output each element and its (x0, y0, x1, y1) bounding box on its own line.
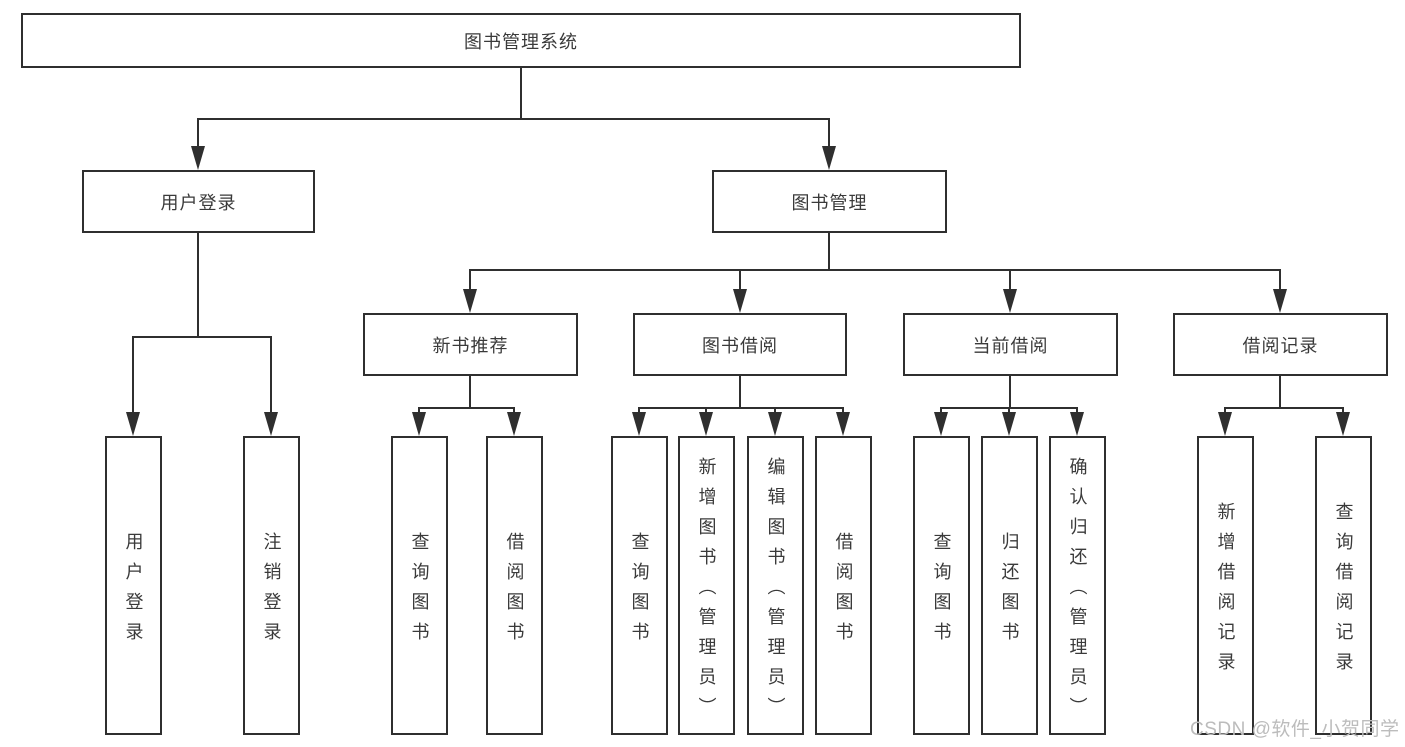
connector-arrow (463, 289, 477, 313)
leaf-label: 借阅图书 (833, 531, 854, 652)
leaf-query-borrow-record: 查询借阅记录 (1315, 436, 1372, 735)
leaf-query-books-current: 查询图书 (913, 436, 970, 735)
connector-line (132, 336, 134, 414)
connector-line (132, 336, 272, 338)
leaf-user-login: 用户登录 (105, 436, 162, 735)
connector-arrow (1218, 412, 1232, 436)
node-label: 图书借阅 (702, 335, 778, 356)
connector-line (1076, 407, 1078, 416)
leaf-label: 确认归还（管理员） (1067, 456, 1088, 727)
connector-line (1009, 376, 1011, 409)
node-library-management-system: 图书管理系统 (21, 13, 1021, 68)
connector-line (469, 269, 471, 291)
node-label: 用户登录 (160, 192, 237, 213)
connector-line (1279, 376, 1281, 409)
leaf-label: 新增图书（管理员） (696, 456, 717, 727)
connector-arrow (1273, 289, 1287, 313)
connector-arrow (507, 412, 521, 436)
connector-line (197, 118, 199, 148)
connector-arrow (822, 146, 836, 170)
connector-line (1342, 407, 1344, 416)
leaf-query-books-borrowing: 查询图书 (611, 436, 668, 735)
connector-arrow (1070, 412, 1084, 436)
connector-line (469, 269, 1281, 271)
leaf-query-books-recommend: 查询图书 (391, 436, 448, 735)
connector-arrow (768, 412, 782, 436)
leaf-label: 查询图书 (629, 531, 650, 652)
leaf-return-books: 归还图书 (981, 436, 1038, 735)
leaf-add-borrow-record: 新增借阅记录 (1197, 436, 1254, 735)
leaf-label: 查询图书 (409, 531, 430, 652)
node-book-management: 图书管理 (712, 170, 947, 233)
leaf-borrow-books-recommend: 借阅图书 (486, 436, 543, 735)
connector-line (739, 269, 741, 291)
connector-line (1224, 407, 1344, 409)
connector-line (940, 407, 942, 416)
leaf-label: 借阅图书 (504, 531, 525, 652)
connector-line (1279, 269, 1281, 291)
leaf-label: 归还图书 (999, 531, 1020, 652)
node-user-login: 用户登录 (82, 170, 315, 233)
leaf-label: 编辑图书（管理员） (765, 456, 786, 727)
connector-arrow (126, 412, 140, 436)
connector-arrow (1003, 289, 1017, 313)
leaf-label: 查询图书 (931, 531, 952, 652)
connector-line (739, 376, 741, 409)
connector-line (469, 376, 471, 409)
leaf-label: 注销登录 (261, 531, 282, 652)
connector-arrow (699, 412, 713, 436)
connector-line (705, 407, 707, 416)
leaf-label: 查询借阅记录 (1333, 501, 1354, 682)
connector-line (638, 407, 844, 409)
connector-line (197, 233, 199, 337)
node-label: 新书推荐 (432, 335, 509, 356)
connector-arrow (632, 412, 646, 436)
connector-arrow (733, 289, 747, 313)
connector-arrow (264, 412, 278, 436)
connector-arrow (836, 412, 850, 436)
connector-line (842, 407, 844, 416)
leaf-confirm-return-admin: 确认归还（管理员） (1049, 436, 1106, 735)
connector-line (520, 68, 522, 120)
leaf-logout: 注销登录 (243, 436, 300, 735)
connector-arrow (934, 412, 948, 436)
node-book-borrowing: 图书借阅 (633, 313, 847, 376)
csdn-watermark: CSDN @软件_小贺同学 (1190, 719, 1400, 740)
connector-line (270, 336, 272, 414)
connector-line (1008, 407, 1010, 416)
connector-arrow (191, 146, 205, 170)
node-current-borrowing: 当前借阅 (903, 313, 1118, 376)
connector-line (828, 233, 830, 271)
connector-line (418, 407, 420, 416)
connector-line (1224, 407, 1226, 416)
connector-line (418, 407, 515, 409)
connector-arrow (412, 412, 426, 436)
leaf-label: 用户登录 (123, 531, 144, 652)
node-label: 图书管理系统 (464, 31, 578, 52)
leaf-label: 新增借阅记录 (1215, 501, 1236, 682)
node-label: 借阅记录 (1242, 335, 1319, 356)
node-new-book-recommend: 新书推荐 (363, 313, 578, 376)
node-borrowing-records: 借阅记录 (1173, 313, 1388, 376)
connector-line (1009, 269, 1011, 291)
node-label: 图书管理 (791, 192, 868, 213)
connector-line (513, 407, 515, 416)
connector-line (774, 407, 776, 416)
leaf-edit-books-admin: 编辑图书（管理员） (747, 436, 804, 735)
leaf-borrow-books: 借阅图书 (815, 436, 872, 735)
node-label: 当前借阅 (972, 335, 1049, 356)
leaf-add-books-admin: 新增图书（管理员） (678, 436, 735, 735)
connector-line (638, 407, 640, 416)
connector-arrow (1336, 412, 1350, 436)
connector-arrow (1002, 412, 1016, 436)
connector-line (828, 118, 830, 148)
connector-line (197, 118, 830, 120)
